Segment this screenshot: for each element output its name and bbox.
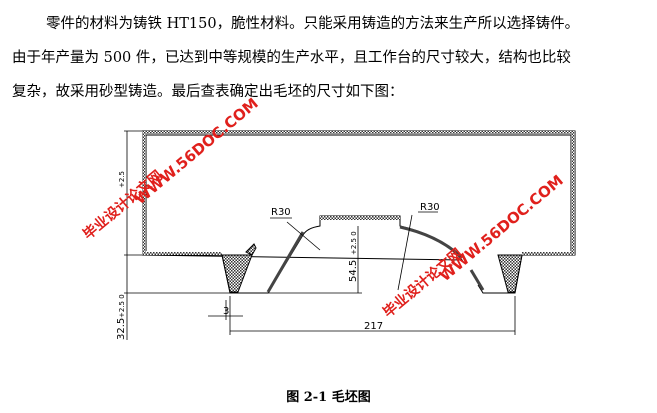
radius-label-right: R30 (420, 202, 440, 213)
dim-bottom-width: 217 (364, 321, 383, 332)
dim-center-height: 54.5 (348, 260, 359, 282)
watermark-site: 毕业设计论文网 (380, 245, 466, 321)
dim-wall-thickness: 3 (223, 306, 229, 317)
figure-caption: 图 2-1 毛坯图 (286, 390, 371, 405)
dim-left-top-tol: +2.5 (118, 171, 126, 188)
paragraph-line-3: 复杂，故采用砂型铸造。最后查表确定出毛坯的尺寸如下图： (12, 84, 404, 100)
dim-center-height-tol: +2.5 0 (350, 231, 358, 255)
dim-left-bottom-tol: +2.5 0 (118, 294, 126, 318)
paragraph-line-1: 零件的材料为铸铁 HT150，脆性材料。只能采用铸造的方法来生产所以选择铸件。 (46, 16, 580, 32)
radius-label-left: R30 (271, 207, 291, 218)
paragraph-line-2: 由于年产量为 500 件，已达到中等规模的生产水平，且工作台的尺寸较大，结构也比… (12, 50, 571, 66)
dim-left-bottom-height: 32.5 (116, 318, 127, 340)
